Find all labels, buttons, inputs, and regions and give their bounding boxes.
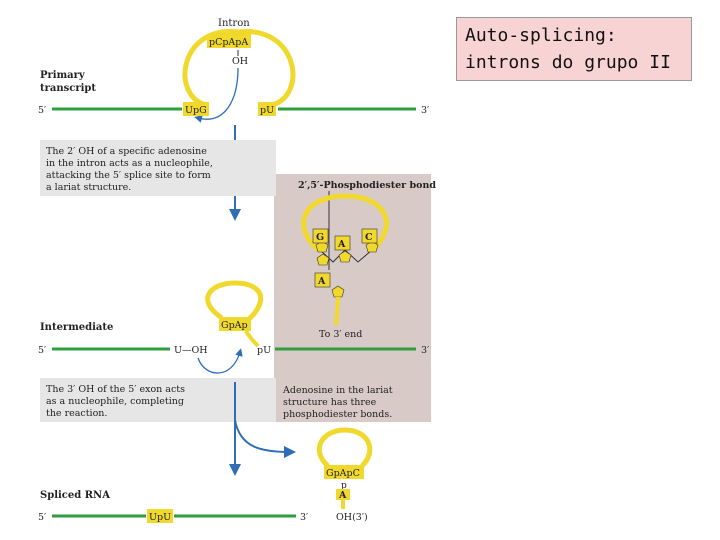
upg-bg [183, 102, 209, 116]
detail-sugar-5 [331, 285, 345, 298]
lariat-a: A [338, 490, 347, 501]
detail-note-2: structure has three [283, 397, 377, 408]
primary-label-1: Primary [40, 70, 86, 81]
slide-title-box: Auto-splicing: introns do grupo II [456, 17, 692, 81]
intermediate-lariat [205, 280, 264, 322]
upg-label: UpG [185, 105, 207, 116]
upu-label: UpU [149, 512, 171, 523]
base-g: G [316, 232, 324, 243]
detail-lariat [301, 193, 389, 252]
note2-line1: The 3′ OH of the 5′ exon acts [46, 384, 185, 395]
base-c-box [361, 228, 378, 244]
upu-bg [147, 509, 173, 523]
base-a2: A [317, 276, 326, 287]
note2-line2: as a nucleophile, completing [46, 396, 184, 407]
intron-top-seq: pCpApA [209, 37, 248, 48]
note1-box [40, 140, 276, 196]
gpap-label: GpAp [221, 320, 248, 331]
nucleophile-arrow-1 [194, 67, 239, 123]
primary-label-2: transcript [40, 83, 96, 94]
intermediate-3prime: 3′ [421, 345, 429, 356]
note2-line3: the reaction. [46, 408, 107, 419]
primary-5prime: 5′ [38, 105, 46, 116]
intron-label: Intron [218, 18, 250, 29]
detail-sugar-2 [338, 250, 352, 263]
base-a: A [337, 239, 346, 250]
lariat-join [244, 329, 260, 348]
spliced-5prime: 5′ [38, 512, 46, 523]
detail-panel [274, 174, 431, 422]
lariat-a-bg [336, 489, 350, 500]
oh-label: OH [232, 56, 248, 67]
detail-sugar-4 [316, 253, 330, 266]
base-c: C [365, 232, 373, 243]
excised-lariat [316, 427, 373, 468]
detail-note-3: phosphodiester bonds. [283, 409, 392, 420]
intermediate-5prime: 5′ [38, 345, 46, 356]
base-a2-box [314, 272, 331, 288]
pu-label: pU [260, 105, 274, 116]
pu-bg [258, 102, 276, 116]
lariat-p: p [341, 481, 347, 491]
spliced-3prime: 3′ [300, 512, 308, 523]
intermediate-label: Intermediate [40, 322, 113, 333]
gpapc-label: GpApC [326, 468, 360, 479]
spliced-label: Spliced RNA [40, 490, 110, 501]
intermediate-pu: pU [257, 345, 271, 356]
slide-title-line1: Auto-splicing: [465, 25, 617, 46]
slide-title-line2: introns do grupo II [465, 52, 671, 73]
base-g-box [312, 228, 329, 244]
note2-box [40, 378, 276, 422]
note1-line1: The 2′ OH of a specific adenosine [46, 146, 207, 157]
gpap-bg [219, 317, 251, 331]
note1-line3: attacking the 5′ splice site to form [46, 170, 211, 181]
intron-loop [182, 29, 296, 108]
gpapc-bg [324, 465, 364, 479]
note1-line4: a lariat structure. [46, 182, 131, 193]
base-a-box [334, 235, 351, 251]
note1-line2: in the intron acts as a nucleophile, [46, 158, 213, 169]
to3end-label: To 3′ end [319, 329, 362, 340]
u-oh-label: U—OH [174, 345, 208, 356]
branch-arrow [234, 419, 296, 458]
intron-top-seq-bg [207, 34, 251, 48]
nucleophile-arrow-2 [197, 348, 243, 374]
oh3-label: OH(3′) [336, 512, 368, 523]
detail-tail [334, 296, 340, 326]
detail-note-1: Adenosine in the lariat [282, 385, 393, 396]
primary-3prime: 3′ [421, 105, 429, 116]
detail-title: 2′,5′-Phosphodiester bond [298, 180, 436, 191]
